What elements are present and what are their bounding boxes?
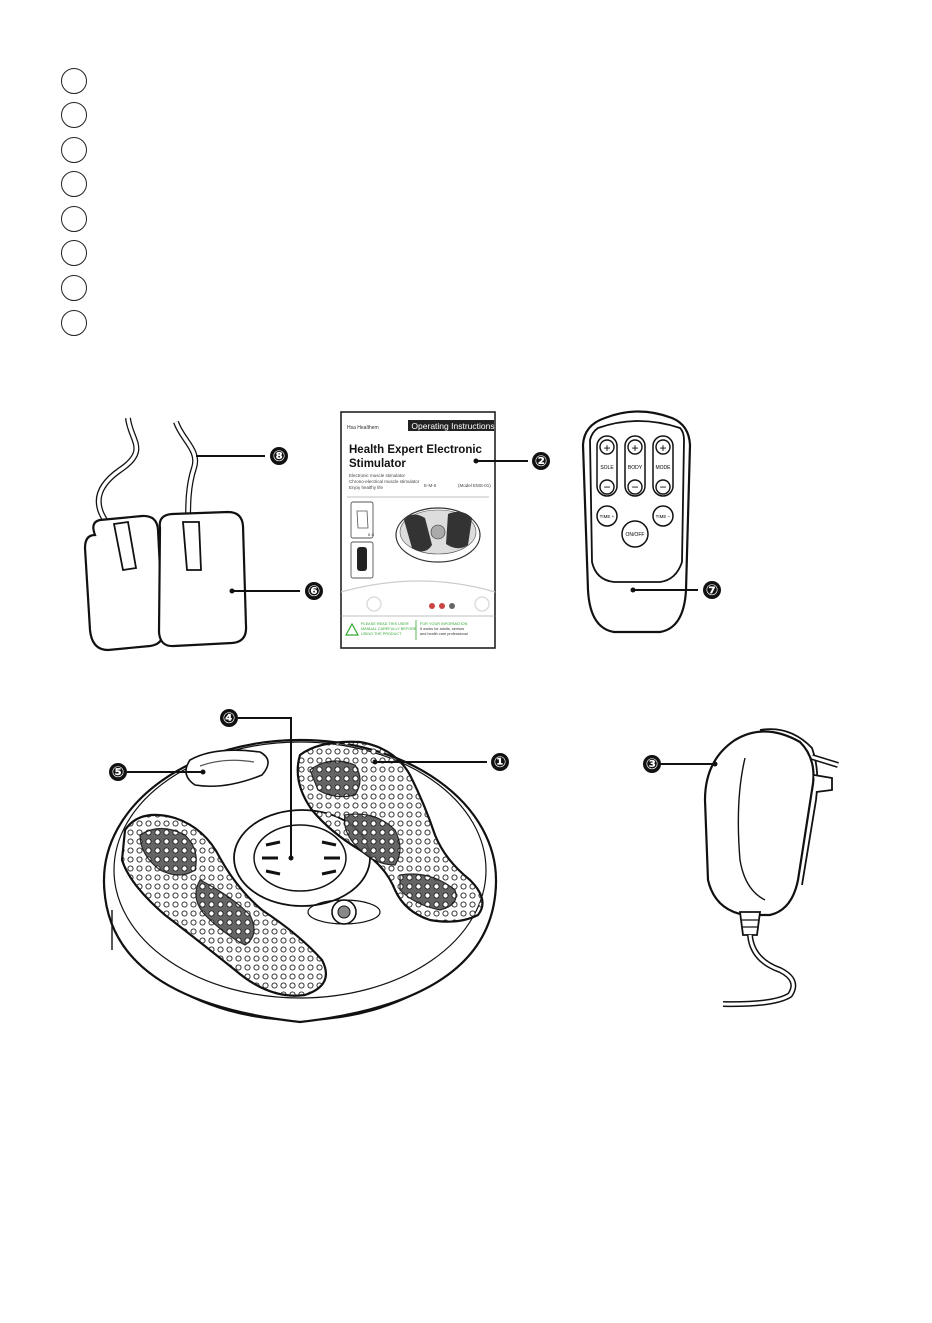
manual-warn-1: PLEASE READ THIS USER xyxy=(361,622,409,626)
callout-3: ③ xyxy=(643,755,718,773)
callout-label-2: ② xyxy=(535,452,548,470)
remote-body-minus: − xyxy=(631,480,638,494)
callout-label-7: ⑦ xyxy=(706,581,719,599)
list-number-circle-4 xyxy=(61,171,87,197)
manual-series: (Model EMS-01) xyxy=(458,483,491,488)
remote-body-plus: + xyxy=(631,441,638,455)
remote-mode-plus: + xyxy=(659,441,666,455)
foot-massager xyxy=(102,738,498,1024)
callout-label-6: ⑥ xyxy=(308,582,321,600)
manual-warn-3: USING THE PRODUCT xyxy=(361,632,402,636)
manual-sub3: Enjoy healthy life xyxy=(349,485,384,490)
callout-1: ① xyxy=(372,753,509,771)
remote-time-plus-label: TIME + xyxy=(600,514,615,519)
manual-model: E-M-II xyxy=(424,483,436,488)
manual-brand: Hsa Healthem xyxy=(347,425,379,431)
manual-title-line2: Stimulator xyxy=(349,458,406,470)
manual-header: Operating Instructions xyxy=(411,421,494,431)
callout-label-4: ④ xyxy=(223,709,236,727)
manual-sub2: Chrono-electrical muscle stimulator xyxy=(349,479,420,484)
manual-sub1: Electronic muscle stimulator xyxy=(349,473,406,478)
manual-right-2: It works for adults, seniors xyxy=(420,627,464,631)
remote-mode-minus: − xyxy=(659,480,666,494)
list-number-circle-8 xyxy=(61,310,87,336)
power-adapter xyxy=(703,728,839,1008)
list-number-circle-2 xyxy=(61,102,87,128)
callout-5: ⑤ xyxy=(109,763,206,781)
list-number-circle-5 xyxy=(61,206,87,232)
manual-warn-2: MANUAL CAREFULLY BEFORE xyxy=(361,627,417,631)
manual-pad-count: x 4 xyxy=(368,532,375,537)
callout-2: ② xyxy=(473,452,550,470)
remote-control: + SOLE − + BODY − + MODE − xyxy=(581,410,692,634)
callout-label-5: ⑤ xyxy=(112,763,125,781)
remote-time-minus-label: TIME − xyxy=(656,514,671,519)
remote-sole-plus: + xyxy=(603,441,610,455)
callout-label-8: ⑧ xyxy=(273,447,286,465)
remote-onoff-button xyxy=(621,520,649,548)
remote-sole-label: SOLE xyxy=(600,465,614,471)
callout-label-3: ③ xyxy=(646,755,659,773)
list-number-circle-6 xyxy=(61,240,87,266)
remote-sole-buttons: + SOLE − xyxy=(596,435,618,497)
callout-label-1: ① xyxy=(494,753,507,771)
electrode-pads xyxy=(83,417,248,652)
remote-time-minus-button xyxy=(652,505,674,527)
remote-time-plus-button xyxy=(596,505,618,527)
list-number-circle-3 xyxy=(61,137,87,163)
remote-onoff-label: ON/OFF xyxy=(626,532,645,538)
remote-sole-minus: − xyxy=(603,480,610,494)
list-number-circle-7 xyxy=(61,275,87,301)
remote-mode-buttons: + MODE − xyxy=(652,435,674,497)
callout-6: ⑥ xyxy=(229,582,323,600)
remote-body-label: BODY xyxy=(628,465,643,471)
remote-mode-label: MODE xyxy=(656,465,672,471)
callout-7: ⑦ xyxy=(630,581,721,599)
manual-right-3: and health care professional xyxy=(420,632,468,636)
remote-body-buttons: + BODY − xyxy=(624,435,646,497)
operating-manual: Operating Instructions Hsa Healthem Heal… xyxy=(340,411,496,649)
manual-right-1: FOR YOUR INFORMATION xyxy=(420,622,468,626)
callout-8: ⑧ xyxy=(196,447,288,465)
callout-4: ④ xyxy=(220,709,294,861)
list-number-circle-1 xyxy=(61,68,87,94)
manual-title-line1: Health Expert Electronic xyxy=(349,444,483,456)
